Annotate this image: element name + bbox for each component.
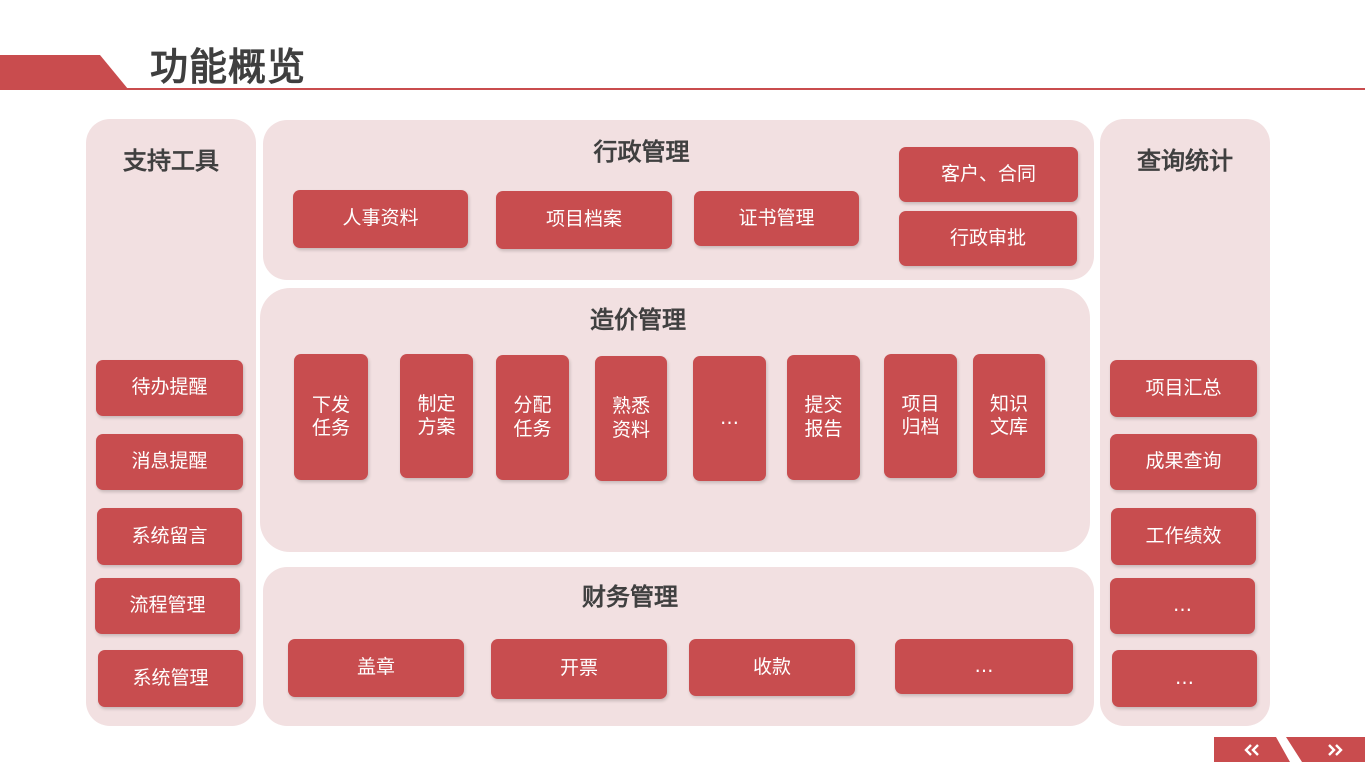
cost-panel: 造价管理 [260,288,1090,552]
familiarize-data-button[interactable]: 熟悉 资料 [595,356,667,481]
make-plan-button[interactable]: 制定 方案 [400,354,473,478]
finance-more-button[interactable]: … [895,639,1073,694]
invoice-button[interactable]: 开票 [491,639,667,699]
stamp-button[interactable]: 盖章 [288,639,464,697]
page-title: 功能概览 [150,45,307,89]
work-performance-button[interactable]: 工作绩效 [1111,508,1256,565]
assign-task-button[interactable]: 分配 任务 [496,355,569,480]
next-page-button[interactable] [1286,737,1365,762]
query-stats-panel: 查询统计 [1100,119,1270,726]
admin-title: 行政管理 [593,138,690,166]
title-underline [0,88,1365,90]
process-management-button[interactable]: 流程管理 [95,578,240,634]
cost-title: 造价管理 [590,306,686,334]
todo-reminder-button[interactable]: 待办提醒 [96,360,243,416]
project-summary-button[interactable]: 项目汇总 [1110,360,1257,417]
cost-more-button[interactable]: … [693,356,766,481]
title-ribbon [0,55,128,89]
support-tools-title: 支持工具 [123,147,219,175]
query-more-button-2[interactable]: … [1112,650,1257,707]
finance-title: 财务管理 [582,583,678,611]
submit-report-button[interactable]: 提交 报告 [787,355,860,480]
certificate-management-button[interactable]: 证书管理 [694,191,859,246]
result-query-button[interactable]: 成果查询 [1110,434,1257,490]
issue-task-button[interactable]: 下发 任务 [294,354,368,480]
query-stats-title: 查询统计 [1137,147,1233,175]
project-filing-button[interactable]: 项目 归档 [884,354,957,478]
support-tools-panel: 支持工具 [86,119,256,726]
project-archive-button[interactable]: 项目档案 [496,191,672,249]
client-contract-button[interactable]: 客户、合同 [899,147,1078,202]
query-more-button-1[interactable]: … [1110,578,1255,634]
prev-page-button[interactable] [1214,737,1290,762]
message-reminder-button[interactable]: 消息提醒 [96,434,243,490]
double-chevron-left-icon [1244,743,1259,756]
hr-records-button[interactable]: 人事资料 [293,190,468,248]
system-message-button[interactable]: 系统留言 [97,508,242,565]
knowledge-library-button[interactable]: 知识 文库 [973,354,1045,478]
admin-approval-button[interactable]: 行政审批 [899,211,1077,266]
payment-collection-button[interactable]: 收款 [689,639,855,696]
double-chevron-right-icon [1327,743,1343,756]
system-management-button[interactable]: 系统管理 [98,650,243,707]
